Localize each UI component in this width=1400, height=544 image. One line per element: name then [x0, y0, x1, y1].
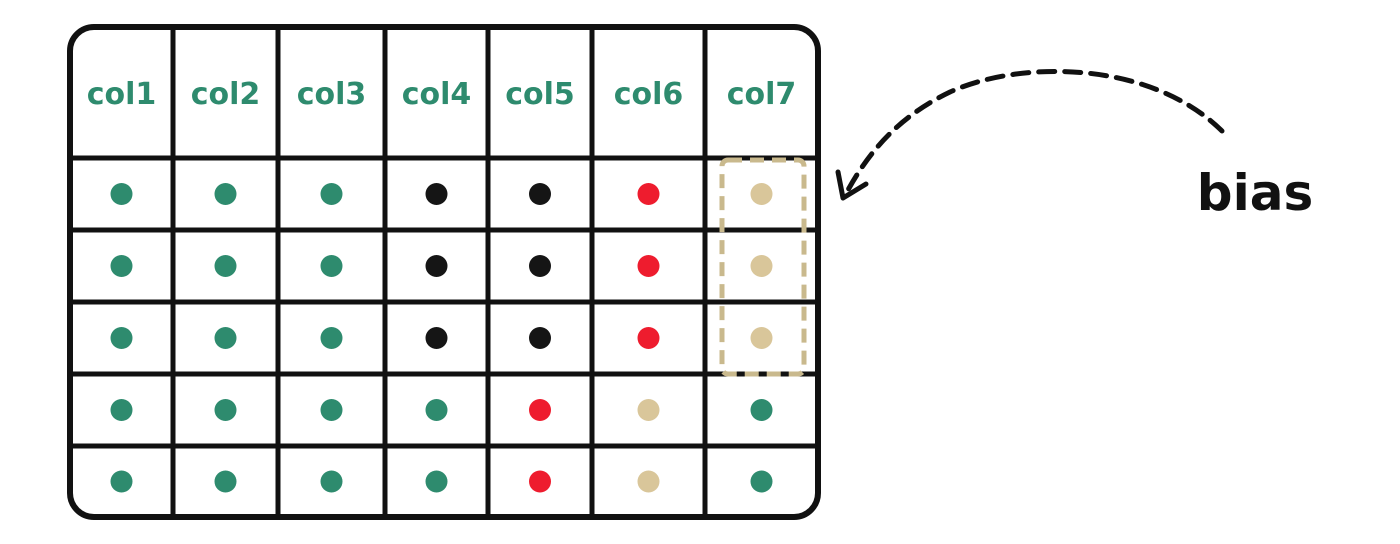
cell-dot-green [320, 470, 343, 493]
cell-dot-black [425, 255, 448, 277]
cell-dot-tan [750, 327, 773, 349]
cell-dots [110, 183, 773, 493]
cell-dot-green [214, 399, 237, 421]
cell-dot-tan [750, 255, 773, 277]
cell-dot-green [750, 399, 773, 421]
cell-dot-green [425, 399, 448, 421]
cell-dot-black [529, 327, 551, 349]
bias-highlight-box [719, 157, 807, 377]
cell-dot-green [110, 470, 133, 493]
column-header-col7: col7 [727, 77, 797, 112]
column-header-col1: col1 [87, 77, 157, 112]
cell-dot-green [214, 470, 237, 493]
cell-dot-red [637, 255, 660, 277]
bias-label: bias [1197, 164, 1313, 222]
row-dividers [72, 155, 816, 449]
cell-dot-red [637, 327, 660, 349]
cell-dot-green [320, 183, 343, 205]
cell-dot-green [110, 327, 133, 349]
cell-dot-green [110, 399, 133, 421]
column-header-col4: col4 [402, 77, 472, 112]
cell-dot-red [529, 470, 551, 493]
cell-dot-black [425, 327, 448, 349]
cell-dot-green [214, 255, 237, 277]
column-header-col2: col2 [191, 77, 261, 112]
column-header-col5: col5 [505, 77, 575, 112]
cell-dot-red [637, 183, 660, 205]
column-headers: col1 col2 col3 col4 col5 col6 col7 [87, 77, 797, 112]
cell-dot-green [214, 327, 237, 349]
cell-dot-black [529, 255, 551, 277]
cell-dot-green [110, 183, 133, 205]
column-dividers [170, 29, 708, 515]
bias-arrow [845, 68, 1225, 193]
bias-arrow-head [835, 169, 869, 201]
cell-dot-tan [750, 183, 773, 205]
cell-dot-green [110, 255, 133, 277]
cell-dot-green [425, 470, 448, 493]
column-header-col3: col3 [297, 77, 367, 112]
column-header-col6: col6 [614, 77, 684, 112]
cell-dot-green [320, 327, 343, 349]
cell-dot-red [529, 399, 551, 421]
cell-dot-tan [637, 470, 660, 493]
cell-dot-tan [637, 399, 660, 421]
cell-dot-green [750, 470, 773, 493]
cell-dot-green [320, 399, 343, 421]
cell-dot-black [529, 183, 551, 205]
cell-dot-green [214, 183, 237, 205]
cell-dot-black [425, 183, 448, 205]
cell-dot-green [320, 255, 343, 277]
